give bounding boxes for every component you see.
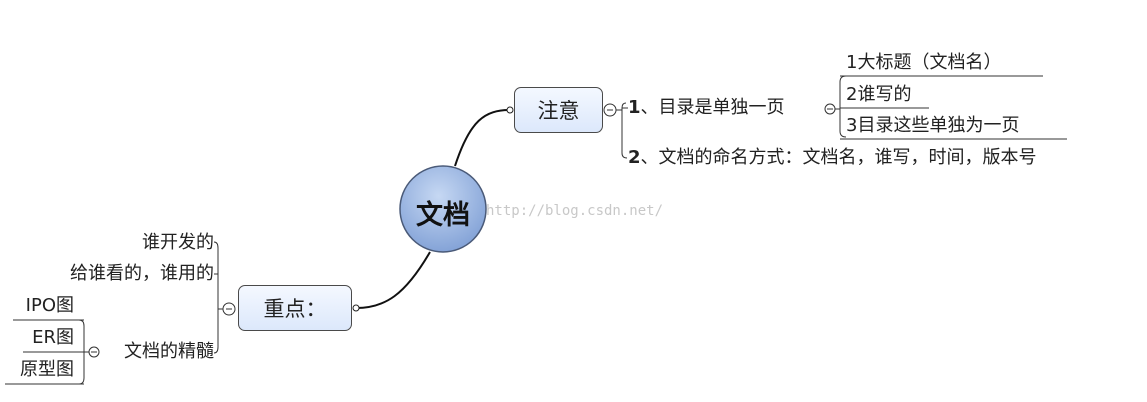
note-subitem-1[interactable]: 1大标题（文档名） xyxy=(846,52,1002,73)
focus-bracket xyxy=(213,241,219,354)
branch-focus[interactable]: 重点： xyxy=(238,285,352,331)
essence-subitem-prototype[interactable]: 原型图 xyxy=(20,359,74,380)
focus-collapse-toggle[interactable] xyxy=(222,302,236,316)
root-topic[interactable]: 文档 xyxy=(416,200,470,231)
link-root-note-dot xyxy=(506,106,514,114)
note-collapse-toggle[interactable] xyxy=(603,103,617,117)
note-item-1[interactable]: 1、目录是单独一页 xyxy=(628,99,785,117)
branch-note-label: 注意 xyxy=(537,99,580,123)
link-root-focus-dot xyxy=(352,304,360,312)
item1-collapse-toggle[interactable] xyxy=(824,103,836,115)
note-item-2-number: 2 xyxy=(628,147,641,168)
link-root-note xyxy=(454,109,511,167)
item1-bracket xyxy=(839,75,847,138)
note-item-2-label: 、文档的命名方式：文档名，谁写，时间，版本号 xyxy=(640,147,1037,168)
focus-item-2[interactable]: 给谁看的，谁用的 xyxy=(70,263,214,284)
focus-item-1[interactable]: 谁开发的 xyxy=(142,232,214,253)
note-item-2[interactable]: 2、文档的命名方式：文档名，谁写，时间，版本号 xyxy=(628,149,1037,167)
branch-note[interactable]: 注意 xyxy=(514,87,603,133)
note-subitem-2[interactable]: 2谁写的 xyxy=(846,84,912,105)
focus-item-3[interactable]: 文档的精髓 xyxy=(124,341,214,362)
note-subitem-3[interactable]: 3目录这些单独为一页 xyxy=(846,115,1020,136)
note-item-1-number: 1 xyxy=(628,97,641,118)
link-root-focus xyxy=(355,251,431,309)
watermark-text: http://blog.csdn.net/ xyxy=(486,203,664,219)
essence-subitem-ipo[interactable]: IPO图 xyxy=(25,295,74,316)
root-node-shape xyxy=(399,165,487,253)
essence-subitem-er[interactable]: ER图 xyxy=(32,327,74,348)
note-bracket xyxy=(621,102,628,159)
branch-focus-label: 重点： xyxy=(263,297,327,321)
essence-collapse-toggle[interactable] xyxy=(88,346,100,358)
note-item-1-label: 、目录是单独一页 xyxy=(640,97,785,118)
